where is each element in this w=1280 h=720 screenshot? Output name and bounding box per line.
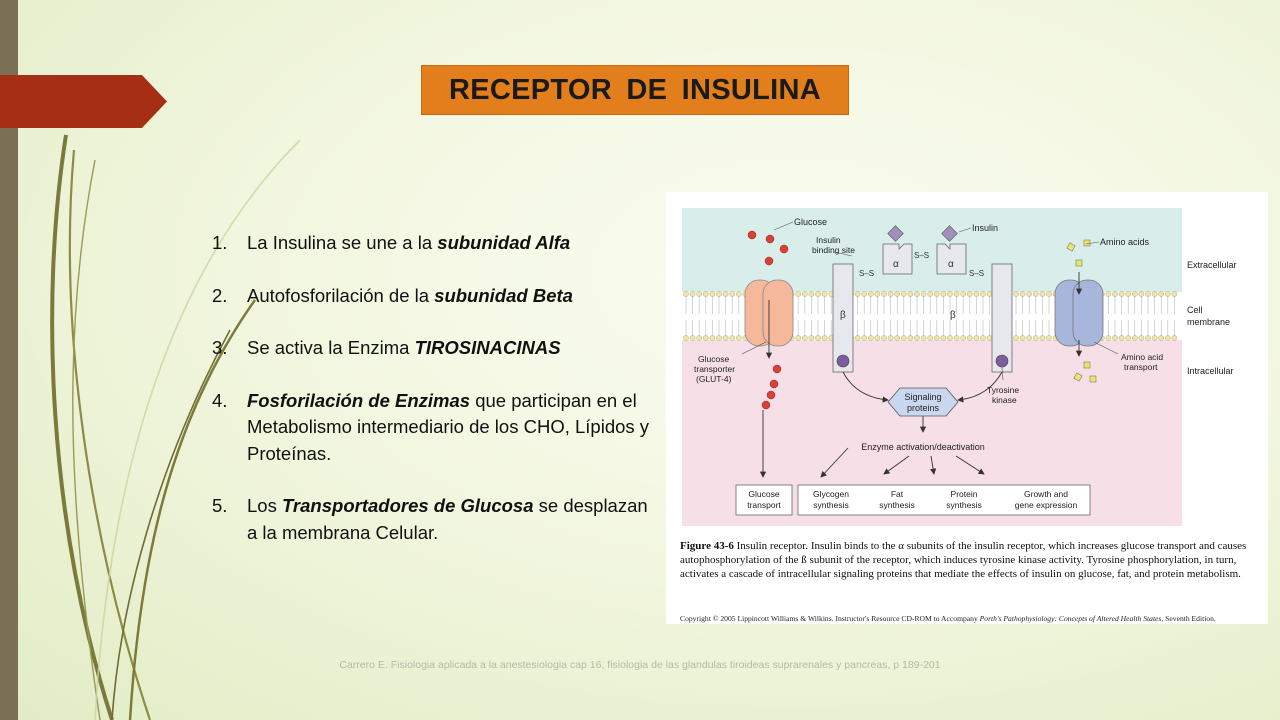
- outcome-label: Glycogen: [813, 489, 849, 499]
- outcome-label: synthesis: [813, 500, 848, 510]
- disulfide-label: S–S: [859, 269, 874, 278]
- step-text-emphasis: Transportadores de Glucosa: [281, 495, 534, 516]
- glucose-label: Glucose: [794, 217, 827, 227]
- copyright-edition: Seventh Edition.: [1163, 614, 1216, 623]
- tyrosine-kinase-label: Tyrosine: [987, 385, 1019, 395]
- glucose-transport-box: [735, 484, 793, 516]
- amino-acid-molecules: [1066, 239, 1097, 383]
- copyright-book-title: Porth's Pathophysiology: Concepts of Alt…: [979, 614, 1164, 623]
- metabolic-effects-box: [797, 484, 1091, 516]
- outcome-label: gene expression: [1015, 500, 1078, 510]
- step-number: 3.: [212, 337, 228, 358]
- step-item: 2. Autofosforilación de la subunidad Bet…: [212, 283, 662, 310]
- step-text-emphasis: TIROSINACINAS: [414, 337, 561, 358]
- figure-caption-number: Figure 43-6: [680, 540, 734, 552]
- step-text-emphasis: subunidad Alfa: [437, 232, 571, 253]
- insulin-molecule: [941, 225, 958, 242]
- outcome-label: synthesis: [879, 500, 914, 510]
- figure-caption-text: Insulin receptor. Insulin binds to the α…: [680, 540, 1247, 581]
- binding-site-label: Insulin: [816, 235, 841, 245]
- step-item: 1. La Insulina se une a la subunidad Alf…: [212, 230, 662, 257]
- accent-arrow-tab: [0, 75, 167, 128]
- intracellular-label: Intracellular: [1187, 366, 1234, 376]
- disulfide-label: S–S: [969, 269, 984, 278]
- outcome-label: Protein: [951, 489, 978, 499]
- outcome-label: synthesis: [946, 500, 981, 510]
- glucose-molecules: [747, 230, 789, 410]
- step-text-pre: Se activa la Enzima: [247, 337, 415, 358]
- beta-label: β: [840, 310, 846, 321]
- left-decor-bar: [0, 0, 18, 720]
- insulin-molecule: [887, 225, 904, 242]
- figure-copyright: Copyright © 2005 Lippincott Williams & W…: [680, 614, 1260, 623]
- alpha-subunit-left: [882, 243, 913, 275]
- step-text: La Insulina se une a la subunidad Alfa: [247, 230, 662, 257]
- step-item: 5. Los Transportadores de Glucosa se des…: [212, 493, 662, 546]
- cell-membrane-label: membrane: [1187, 317, 1230, 327]
- step-text: Autofosforilación de la subunidad Beta: [247, 283, 662, 310]
- step-text-emphasis: subunidad Beta: [434, 284, 573, 306]
- step-text: Fosforilación de Enzimas que participan …: [247, 388, 662, 468]
- glut4-label: transporter: [694, 364, 735, 374]
- flow-arrows: [759, 272, 1083, 478]
- outcome-label: Glucose: [748, 489, 779, 499]
- mechanism-steps-list: 1. La Insulina se une a la subunidad Alf…: [212, 230, 662, 572]
- insulin-receptor-figure: S–S S–S S–S α α β β Signaling proteins: [666, 192, 1268, 624]
- glut4-label: (GLUT-4): [696, 374, 732, 384]
- step-number: 1.: [212, 232, 228, 253]
- decorative-swoosh: [50, 134, 301, 720]
- slide-title: RECEPTOR DE INSULINA: [449, 73, 821, 106]
- amino-acid-transport-label: Amino acid: [1121, 352, 1163, 362]
- copyright-text: Copyright © 2005 Lippincott Williams & W…: [680, 614, 980, 623]
- outcome-label: Growth and: [1024, 489, 1068, 499]
- step-text: Los Transportadores de Glucosa se despla…: [247, 493, 662, 546]
- tyrosine-kinase-label: kinase: [992, 395, 1017, 405]
- glut4-label: Glucose: [698, 354, 729, 364]
- insulin-receptor-diagram: S–S S–S S–S α α β β Signaling proteins: [682, 208, 1237, 526]
- binding-site-label: binding site: [812, 245, 855, 255]
- signaling-label: Signaling: [904, 392, 941, 402]
- slide-title-box: RECEPTOR DE INSULINA: [421, 65, 849, 115]
- amino-acid-channel: [1054, 279, 1104, 347]
- step-text-post: que participan en el Metabolismo interme…: [247, 389, 650, 464]
- step-text-pre: La Insulina se une a la: [247, 232, 438, 253]
- extracellular-region: [682, 208, 1182, 292]
- step-number: 2.: [212, 284, 228, 306]
- extracellular-label: Extracellular: [1187, 260, 1237, 270]
- disulfide-label: S–S: [914, 251, 929, 260]
- step-text-pre: Autofosforilación de la: [247, 284, 435, 306]
- glut4-transporter: [744, 279, 794, 347]
- outcome-label: Fat: [891, 489, 904, 499]
- alpha-label: α: [948, 259, 954, 270]
- slide-footer-citation: Carrero E. Fisiologia aplicada a la anes…: [339, 659, 941, 671]
- alpha-subunit-right: [936, 243, 967, 275]
- phosphate-right: [995, 354, 1009, 368]
- step-text-post: se desplazan a la membrana Celular.: [247, 495, 648, 543]
- cell-membrane-label: Cell: [1187, 305, 1203, 315]
- figure-caption: Figure 43-6 Insulin receptor. Insulin bi…: [680, 539, 1260, 582]
- alpha-label: α: [893, 259, 899, 270]
- step-number: 5.: [212, 495, 228, 516]
- enzyme-activation-label: Enzyme activation/deactivation: [861, 442, 985, 452]
- amino-acid-transport-label: transport: [1124, 362, 1158, 372]
- insulin-label: Insulin: [972, 223, 998, 233]
- phosphate-left: [836, 354, 850, 368]
- amino-acids-label: Amino acids: [1100, 237, 1150, 247]
- step-number: 4.: [212, 389, 228, 411]
- step-text-emphasis: Fosforilación de Enzimas: [247, 389, 471, 411]
- step-text: Se activa la Enzima TIROSINACINAS: [247, 335, 662, 362]
- step-text-pre: Los: [247, 495, 282, 516]
- outcome-label: transport: [747, 500, 781, 510]
- beta-label: β: [950, 310, 956, 321]
- signaling-label: proteins: [907, 403, 940, 413]
- step-item: 3. Se activa la Enzima TIROSINACINAS: [212, 335, 662, 362]
- leader-lines: [741, 221, 1119, 381]
- step-item: 4. Fosforilación de Enzimas que particip…: [212, 388, 662, 468]
